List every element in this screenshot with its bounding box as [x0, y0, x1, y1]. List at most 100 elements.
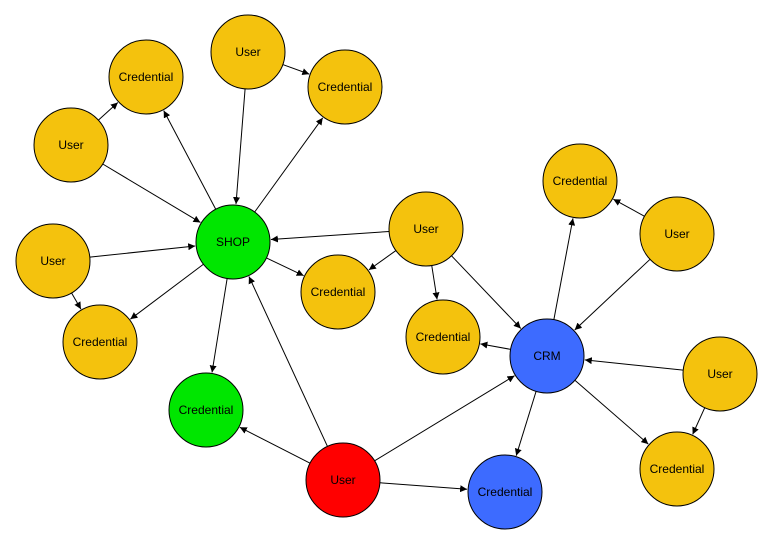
edge-shop-to-c_left_bottom — [130, 263, 204, 320]
node-label: User — [235, 45, 260, 59]
user-node-circle — [33, 107, 109, 183]
edge-u_mid-to-c_mid_b — [431, 265, 440, 300]
user-node-circle — [210, 14, 286, 90]
edge-shop-to-c_green — [209, 278, 228, 373]
node-u-right1[interactable]: User — [639, 196, 715, 272]
edge-u_left1-to-shop — [102, 163, 201, 223]
edge-arrow — [233, 88, 246, 205]
node-label: SHOP — [216, 235, 250, 249]
edge-arrow — [282, 64, 310, 76]
edge-u_right2-to-crm — [584, 357, 684, 371]
special-credential-green-node-circle — [168, 372, 244, 448]
edge-crm-to-c_right_top — [553, 218, 576, 320]
node-label: User — [40, 254, 65, 268]
edge-arrow — [102, 163, 201, 223]
edge-crm-to-c_mid_b — [480, 341, 511, 350]
node-label: User — [413, 222, 438, 236]
edge-arrow — [574, 258, 651, 331]
nodes-layer: SHOPCRMUserCredentialCredentialUserUserC… — [15, 14, 758, 530]
credential-node-circle — [108, 39, 184, 115]
edge-arrow — [130, 263, 204, 320]
edge-u_top-to-c_top_right — [282, 64, 310, 76]
node-label: Credential — [179, 403, 234, 417]
edge-crm-to-c_blue — [514, 391, 537, 456]
node-label: Credential — [73, 335, 128, 349]
edge-crm-to-c_right_bottom — [574, 379, 649, 445]
edge-arrow — [451, 255, 522, 329]
edge-arrow — [239, 426, 311, 464]
node-c-top-left[interactable]: Credential — [108, 39, 184, 115]
special-user-node-circle — [305, 442, 381, 518]
special-credential-blue-node-circle — [467, 454, 543, 530]
node-c-mid-a[interactable]: Credential — [300, 254, 376, 330]
credential-node-circle — [639, 431, 715, 507]
edge-arrow — [248, 276, 328, 447]
edge-arrow — [374, 375, 515, 462]
node-u-right2[interactable]: User — [682, 336, 758, 412]
user-node-circle — [639, 196, 715, 272]
edge-arrow — [209, 278, 228, 373]
edge-arrow — [514, 391, 537, 456]
edge-arrow — [692, 407, 706, 435]
node-u-left2[interactable]: User — [15, 223, 91, 299]
edge-arrow — [266, 257, 304, 277]
crm-node-circle — [509, 318, 585, 394]
edge-u_top-to-shop — [233, 88, 246, 205]
edge-arrow — [71, 292, 82, 310]
node-label: User — [330, 473, 355, 487]
node-crm[interactable]: CRM — [509, 318, 585, 394]
edge-arrow — [98, 102, 119, 121]
node-label: CRM — [533, 349, 560, 363]
edge-u_mid-to-c_mid_a — [368, 250, 397, 271]
node-u-mid[interactable]: User — [388, 191, 464, 267]
node-c-mid-b[interactable]: Credential — [405, 299, 481, 375]
credential-node-circle — [62, 304, 138, 380]
edge-arrow — [368, 250, 397, 271]
edge-u_left2-to-shop — [89, 243, 196, 258]
node-label: Credential — [478, 485, 533, 499]
node-c-right-bottom[interactable]: Credential — [639, 431, 715, 507]
edge-u_left1-to-c_top_left — [98, 102, 119, 121]
edge-arrow — [379, 482, 468, 493]
edge-arrow — [254, 117, 324, 213]
edge-arrow — [574, 379, 649, 445]
node-label: User — [707, 367, 732, 381]
edge-u_red-to-shop — [248, 276, 328, 447]
node-label: Credential — [311, 285, 366, 299]
node-c-right-top[interactable]: Credential — [542, 143, 618, 219]
user-node-circle — [15, 223, 91, 299]
node-c-left-bottom[interactable]: Credential — [62, 304, 138, 380]
node-shop[interactable]: SHOP — [195, 204, 271, 280]
node-label: Credential — [119, 70, 174, 84]
node-label: Credential — [416, 330, 471, 344]
node-c-blue[interactable]: Credential — [467, 454, 543, 530]
edge-arrow — [480, 341, 511, 350]
edge-arrow — [553, 218, 576, 320]
node-u-red[interactable]: User — [305, 442, 381, 518]
edge-u_right1-to-crm — [574, 258, 651, 331]
edge-shop-to-c_mid_a — [266, 257, 304, 277]
node-label: User — [664, 227, 689, 241]
edge-arrow — [613, 198, 645, 217]
edge-u_mid-to-crm — [451, 255, 522, 329]
node-c-green[interactable]: Credential — [168, 372, 244, 448]
edge-u_right1-to-c_right_top — [613, 198, 645, 217]
node-u-top[interactable]: User — [210, 14, 286, 90]
node-label: User — [58, 138, 83, 152]
credential-node-circle — [300, 254, 376, 330]
node-label: Credential — [650, 462, 705, 476]
edge-u_mid-to-shop — [270, 230, 390, 243]
node-u-left1[interactable]: User — [33, 107, 109, 183]
edges-layer — [71, 64, 706, 493]
edge-arrow — [89, 243, 196, 258]
credential-node-circle — [405, 299, 481, 375]
edge-arrow — [270, 230, 390, 243]
edge-u_red-to-c_blue — [379, 482, 468, 493]
shop-node-circle — [195, 204, 271, 280]
node-label: Credential — [318, 80, 373, 94]
edge-u_red-to-c_green — [239, 426, 311, 464]
node-c-top-right[interactable]: Credential — [307, 49, 383, 125]
edge-arrow — [584, 357, 684, 371]
credential-node-circle — [542, 143, 618, 219]
edge-u_left2-to-c_left_bottom — [71, 292, 82, 310]
